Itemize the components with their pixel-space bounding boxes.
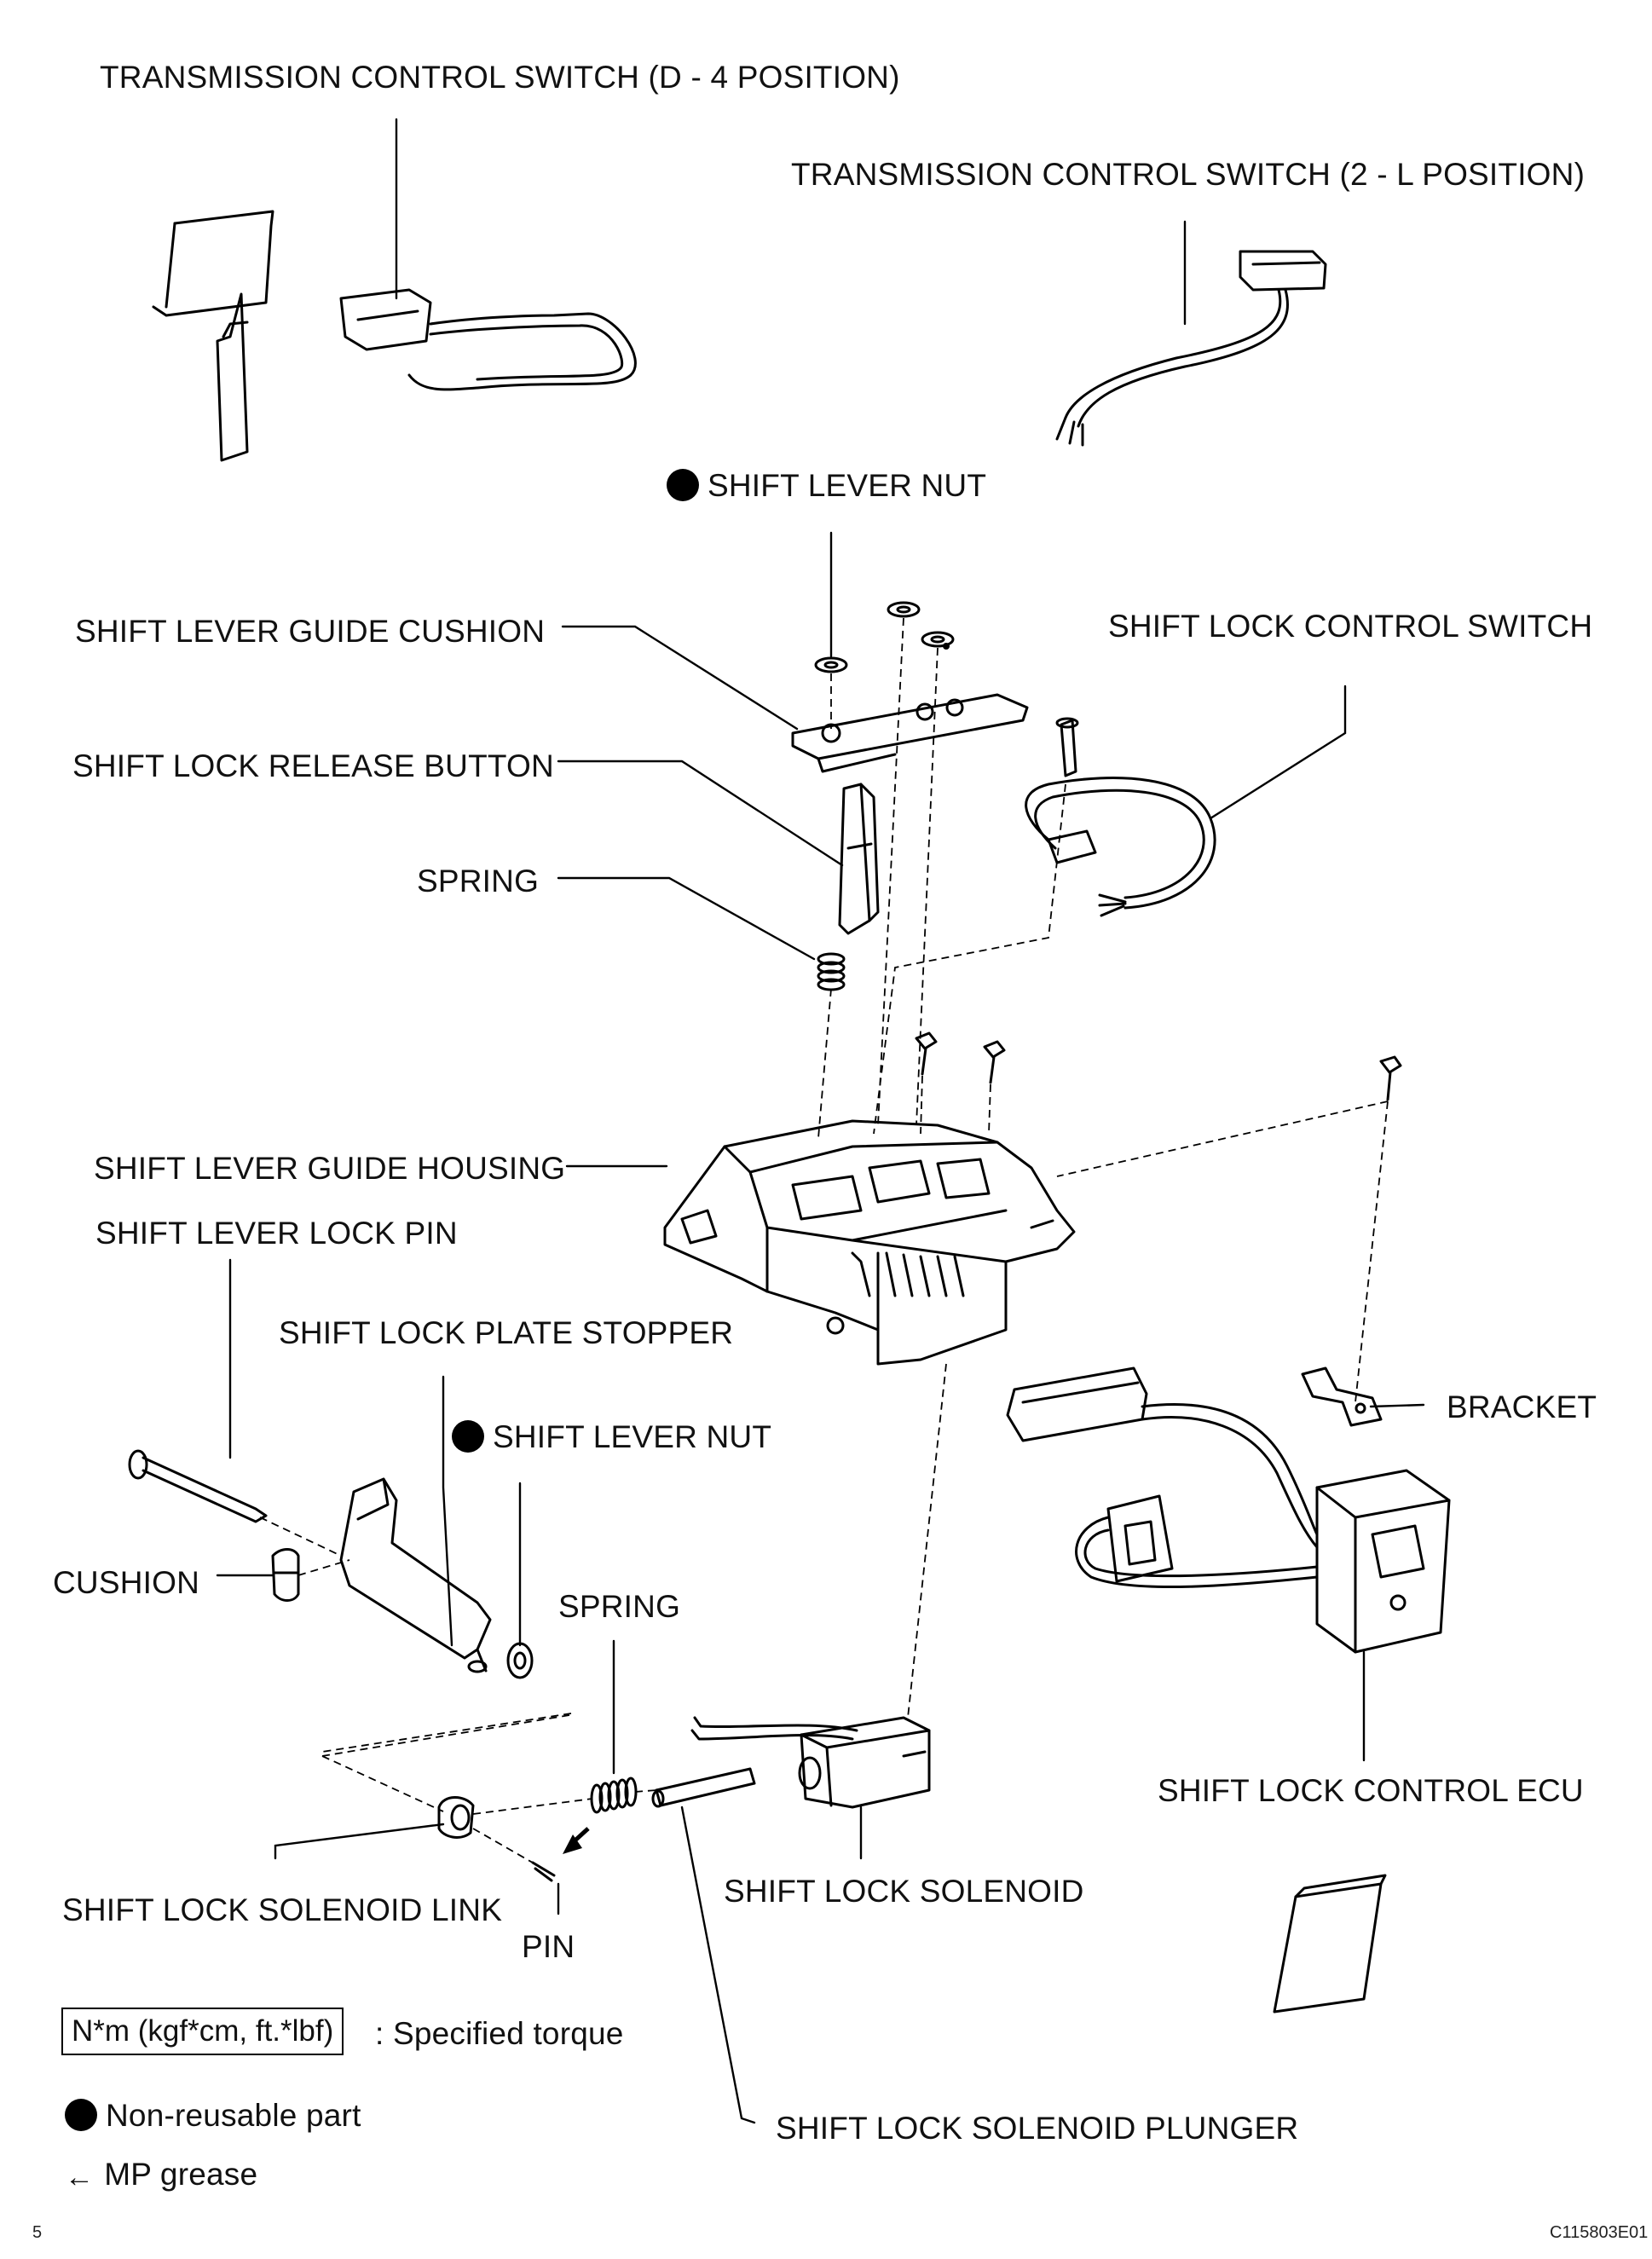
label-shift-lever-nut-mid: SHIFT LEVER NUT <box>452 1420 771 1453</box>
plate-stopper-part <box>339 1477 492 1673</box>
label-solenoid: SHIFT LOCK SOLENOID <box>724 1874 1084 1909</box>
legend-nonreusable: Non-reusable part <box>65 2099 361 2131</box>
label-solenoid-link: SHIFT LOCK SOLENOID LINK <box>62 1892 503 1927</box>
label-text: SHIFT LEVER NUT <box>708 468 987 503</box>
figure-code: C115803E01 <box>1550 2223 1649 2242</box>
tcs-d4-part <box>152 210 637 462</box>
label-bracket: BRACKET <box>1447 1389 1597 1424</box>
legend-nonreusable-text: Non-reusable part <box>106 2098 361 2133</box>
label-lock-control-switch: SHIFT LOCK CONTROL SWITCH <box>1108 609 1593 644</box>
panel-part <box>1273 1874 1387 2013</box>
lock-pin-part <box>128 1449 268 1523</box>
lock-control-switch-part <box>1025 717 1216 917</box>
filled-circle-icon <box>65 2099 97 2131</box>
nonreusable-icon <box>667 469 699 501</box>
assembly-lines <box>259 617 1389 1866</box>
label-plate-stopper: SHIFT LOCK PLATE STOPPER <box>279 1315 734 1350</box>
label-guide-housing: SHIFT LEVER GUIDE HOUSING <box>94 1151 566 1186</box>
guide-cushion-part <box>791 601 1029 773</box>
cushion-part <box>271 1548 300 1602</box>
legend-grease: ← MP grease <box>65 2158 257 2192</box>
bracket-part <box>1301 1366 1383 1427</box>
legend-torque-text: : Specified torque <box>375 2016 624 2051</box>
label-cushion: CUSHION <box>53 1565 200 1600</box>
label-text: SHIFT LEVER NUT <box>493 1419 772 1454</box>
label-spring-mid: SPRING <box>558 1589 681 1624</box>
pin-part <box>531 1861 556 1882</box>
tcs-2l-part <box>1055 250 1327 447</box>
label-tcs-d4: TRANSMISSION CONTROL SWITCH (D - 4 POSIT… <box>100 60 900 95</box>
spring-mid-part <box>590 1777 638 1814</box>
label-release-button: SHIFT LOCK RELEASE BUTTON <box>72 748 554 783</box>
nonreusable-icon <box>452 1420 484 1453</box>
spring-top-part <box>817 952 846 991</box>
bolts <box>915 1031 1402 1101</box>
solenoid-part <box>690 1716 931 1809</box>
label-solenoid-plunger: SHIFT LOCK SOLENOID PLUNGER <box>776 2111 1299 2146</box>
plunger-part <box>651 1767 756 1808</box>
mid-nut-part <box>506 1642 534 1679</box>
legend-torque-box: N*m (kgf*cm, ft.*lbf) <box>61 2008 344 2055</box>
left-arrow-icon: ← <box>65 2161 95 2193</box>
guide-housing-part <box>663 1119 1076 1366</box>
leader-lines <box>216 118 1425 2124</box>
label-guide-cushion: SHIFT LEVER GUIDE CUSHION <box>75 614 546 649</box>
label-lock-pin: SHIFT LEVER LOCK PIN <box>95 1216 458 1251</box>
page-mark: 5 <box>32 2223 43 2242</box>
release-button-part <box>838 783 880 935</box>
label-pin: PIN <box>522 1929 575 1964</box>
grease-arrow-icon <box>563 1827 590 1854</box>
label-tcs-2l: TRANSMISSION CONTROL SWITCH (2 - L POSIT… <box>791 157 1586 192</box>
control-ecu-part <box>1006 1366 1451 1654</box>
label-spring-top: SPRING <box>417 864 540 898</box>
legend-grease-text: MP grease <box>104 2157 258 2192</box>
label-control-ecu: SHIFT LOCK CONTROL ECU <box>1158 1773 1584 1808</box>
label-shift-lever-nut-top: SHIFT LEVER NUT <box>667 469 986 501</box>
solenoid-link-part <box>437 1796 475 1839</box>
